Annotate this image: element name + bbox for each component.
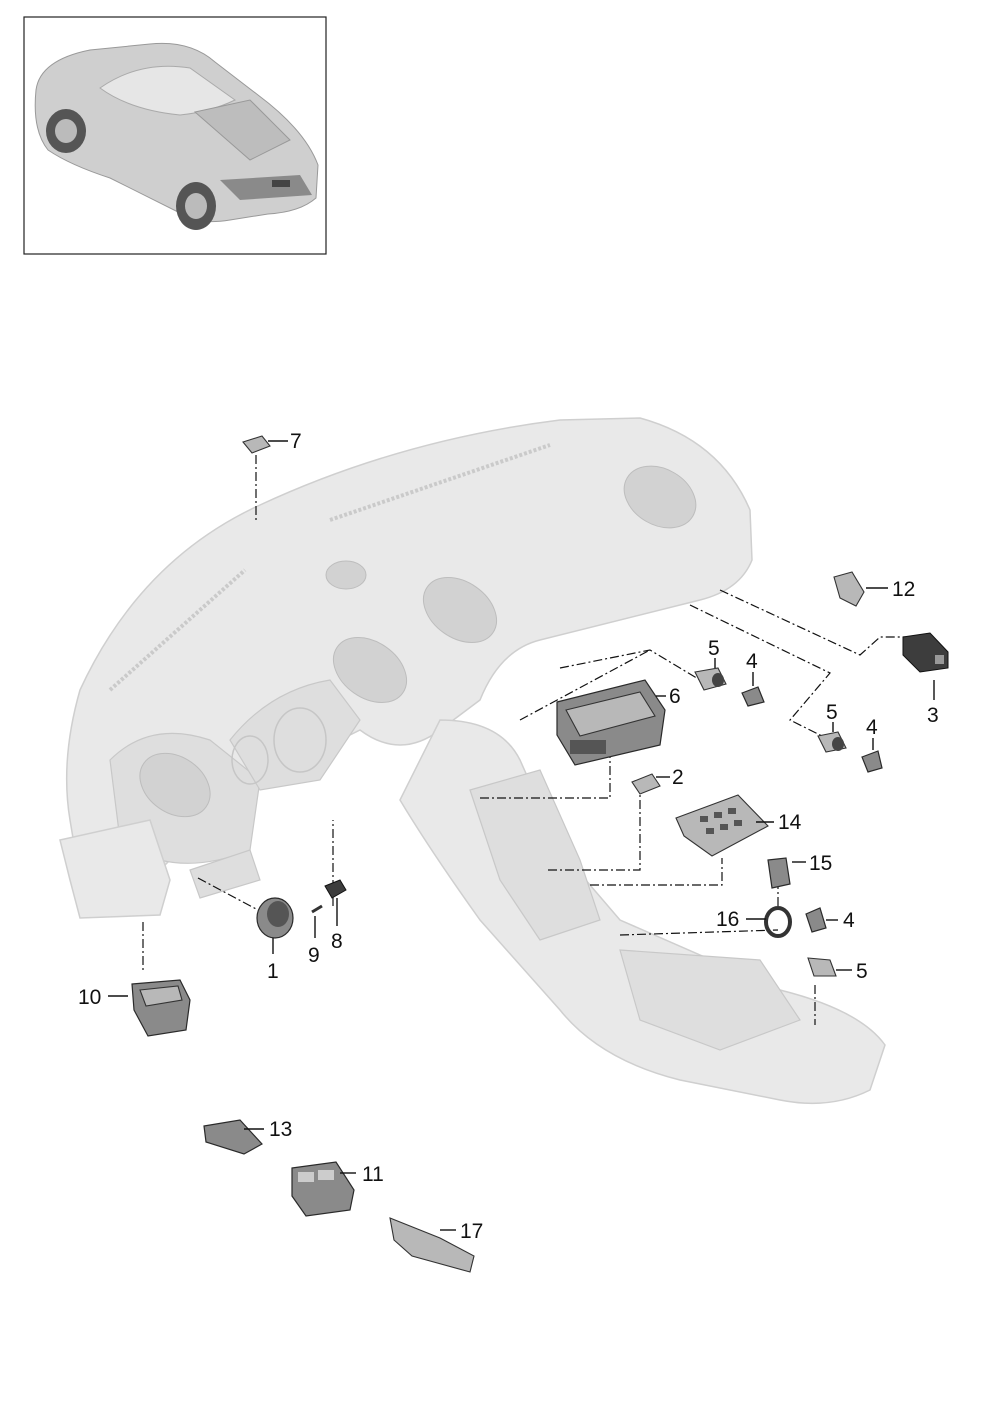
part-1-knob[interactable] [256,897,294,939]
leader-lines [108,440,935,1231]
callout-13: 13 [269,1118,292,1141]
callout-16: 16 [716,908,739,931]
callout-8: 8 [331,930,343,953]
part-4-cap-b[interactable] [861,750,883,773]
callout-4c: 4 [843,909,855,932]
callout-15: 15 [809,852,832,875]
callout-labels: 1 2 3 4 4 4 5 5 5 6 7 8 9 10 11 12 13 14… [78,430,939,1243]
part-2-switch[interactable] [631,773,661,795]
part-3-socket[interactable] [902,632,949,673]
part-17-trim[interactable] [389,1217,475,1273]
callout-5b: 5 [826,701,838,724]
part-10-housing[interactable] [131,979,191,1037]
part-7-sensor[interactable] [242,435,271,454]
part-11-switch-block[interactable] [291,1161,355,1217]
callout-7: 7 [290,430,302,453]
part-5-socket-b[interactable] [817,731,847,753]
callout-1: 1 [267,960,279,983]
part-4-cap-c[interactable] [805,907,827,933]
callout-5a: 5 [708,637,720,660]
car-thumbnail-icon [34,42,319,230]
callout-2: 2 [672,766,684,789]
callout-5c: 5 [856,960,868,983]
part-12-cover[interactable] [833,571,865,607]
callout-17: 17 [460,1220,483,1243]
callout-11: 11 [362,1163,384,1186]
callout-4a: 4 [746,650,758,673]
part-9-screw[interactable] [311,904,323,914]
dashboard-ghost [59,417,886,1105]
part-8-bracket[interactable] [324,879,347,899]
reference-lines [142,455,908,1025]
vehicle-thumbnail [23,16,327,255]
part-4-cap-a[interactable] [741,686,765,707]
callout-12: 12 [892,578,915,601]
callout-14: 14 [778,811,802,834]
callout-6: 6 [669,685,681,708]
callout-3: 3 [927,704,939,727]
part-6-climate-panel[interactable] [556,679,666,766]
part-15-button[interactable] [767,857,791,889]
part-14-switch-panel[interactable] [675,794,769,857]
part-16-ring[interactable] [764,906,792,938]
callout-10: 10 [78,986,101,1009]
part-5-socket-c[interactable] [807,957,837,977]
part-13-switch[interactable] [203,1119,263,1155]
part-5-socket-a[interactable] [694,667,727,691]
callout-4b: 4 [866,716,878,739]
callout-9: 9 [308,944,320,967]
